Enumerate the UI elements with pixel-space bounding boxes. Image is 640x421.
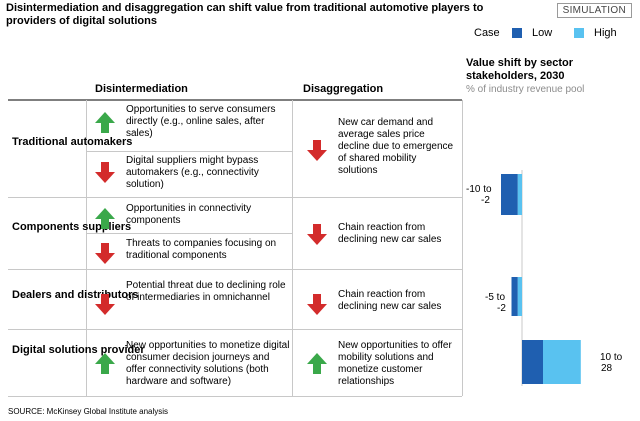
- legend-low-label: Low: [532, 27, 553, 39]
- row-label-dealers-and-distributors: Dealers and distributors: [12, 289, 139, 301]
- simulation-badge: SIMULATION: [556, 3, 632, 18]
- column-divider: [86, 100, 87, 396]
- cell-text: Opportunities to serve consumers directl…: [126, 104, 276, 139]
- bar-low-dealers-and-distributors: [511, 277, 518, 316]
- range-label-line: -2: [497, 303, 506, 314]
- range-label-line: 10 to: [600, 352, 623, 363]
- legend-low-swatch: [512, 28, 522, 38]
- range-label-digital-solutions-provider: 10 to 28: [600, 352, 622, 374]
- row-label-components-suppliers: Components suppliers: [12, 221, 132, 233]
- header-rule: [8, 99, 462, 101]
- value-shift-title: Value shift by sector stakeholders, 2030: [466, 57, 573, 82]
- legend-high-swatch: [574, 28, 584, 38]
- row-divider: [8, 329, 462, 330]
- cell-text: Chain reaction from declining new car sa…: [338, 289, 442, 312]
- cell-text: Opportunities in connectivity components: [126, 203, 252, 226]
- bar-high-dealers-and-distributors: [517, 277, 522, 316]
- cell-text: Chain reaction from declining new car sa…: [338, 222, 442, 245]
- column-divider: [292, 100, 293, 396]
- cell-divider: [86, 151, 292, 152]
- row-label-digital-solutions-provider: Digital solutions provider: [12, 344, 145, 356]
- range-label-line: -2: [481, 195, 490, 206]
- bar-low-digital-solutions-provider: [522, 340, 543, 384]
- row-divider: [8, 269, 462, 270]
- legend-case-label: Case: [474, 27, 500, 39]
- cell-text: Potential threat due to declining role o…: [126, 280, 286, 303]
- bar-low-traditional-automakers: [501, 174, 518, 215]
- cell-text: New car demand and average sales price d…: [338, 117, 454, 176]
- row-divider: [8, 396, 462, 397]
- bar-high-traditional-automakers: [517, 174, 522, 215]
- source-note: SOURCE: McKinsey Global Institute analys…: [8, 407, 169, 416]
- cell-divider: [86, 233, 292, 234]
- cell-text: Threats to companies focusing on traditi…: [126, 238, 277, 261]
- column-header-disintermediation: Disintermediation: [95, 83, 188, 95]
- range-label-line: -10 to: [466, 184, 492, 195]
- range-label-line: -5 to: [485, 292, 506, 303]
- value-shift-subtitle: % of industry revenue pool: [466, 84, 585, 95]
- cell-text: New opportunities to offer mobility solu…: [338, 340, 452, 387]
- range-label-traditional-automakers: -10 to -2: [466, 184, 492, 206]
- range-label-line: 28: [601, 363, 613, 374]
- cell-text: New opportunities to monetize digital co…: [126, 340, 290, 387]
- cell-text: Digital suppliers might bypass automaker…: [126, 155, 259, 190]
- row-divider: [8, 197, 462, 198]
- legend-high-label: High: [594, 27, 617, 39]
- column-divider: [462, 100, 463, 396]
- row-label-traditional-automakers: Traditional automakers: [12, 136, 133, 148]
- range-label-dealers-and-distributors: -5 to -2: [485, 292, 506, 314]
- value-shift-chart: [501, 170, 581, 386]
- chart-title: Disintermediation and disaggregation can…: [6, 2, 484, 27]
- column-header-disaggregation: Disaggregation: [303, 83, 384, 95]
- bar-high-digital-solutions-provider: [543, 340, 581, 384]
